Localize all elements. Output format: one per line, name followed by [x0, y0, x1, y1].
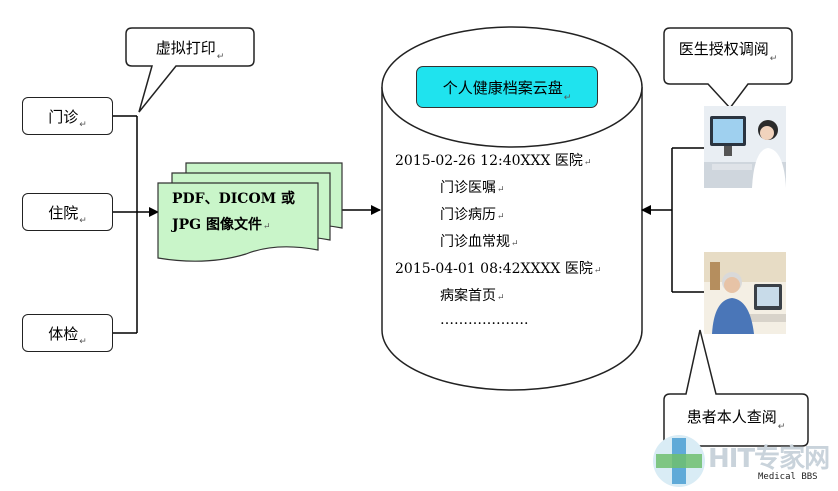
record-line: 病案首页↵	[440, 285, 505, 305]
paragraph-mark: ↵	[79, 216, 87, 226]
watermark-brand: HIT专家网	[708, 444, 830, 474]
doctor-callout: 医生授权调阅↵	[664, 28, 792, 68]
callout-text: 患者本人查阅	[686, 407, 777, 426]
site-watermark: HIT专家网 Medical BBS	[650, 432, 838, 490]
paragraph-mark: ↵	[79, 337, 87, 347]
patient-photo	[704, 252, 786, 334]
paragraph-mark: ↵	[593, 266, 602, 276]
patient-bubble	[663, 329, 809, 447]
documents-label: PDF、DICOM 或 JPG 图像文件↵	[172, 186, 295, 240]
source-label: 门诊	[48, 107, 79, 126]
virtual-print-callout: 虚拟打印↵	[126, 28, 254, 66]
record-line: 门诊病历↵	[440, 204, 505, 224]
readers-bracket	[671, 147, 704, 293]
record-line: 2015-02-26 12:40XXX 医院↵	[395, 150, 591, 170]
documents-label-line1: PDF、DICOM 或	[172, 191, 296, 207]
record-text: 门诊血常规	[440, 234, 510, 250]
record-text: 门诊医嘱	[440, 180, 496, 196]
callout-text: 医生授权调阅	[678, 39, 769, 58]
doctor-bubble	[663, 27, 793, 110]
record-text: 2015-02-26 12:40XXX 医院	[395, 153, 583, 169]
paragraph-mark: ↵	[79, 120, 87, 130]
record-text: 病案首页	[440, 288, 496, 304]
patient-callout: 患者本人查阅↵	[664, 396, 808, 436]
record-text: 门诊病历	[440, 207, 496, 223]
paragraph-mark: ↵	[497, 293, 505, 303]
record-text: ……………….	[440, 312, 529, 328]
callout-text: 虚拟打印	[155, 38, 216, 57]
source-label: 住院	[48, 203, 79, 222]
record-line: 2015-04-01 08:42XXXX 医院↵	[395, 258, 601, 278]
record-line: 门诊医嘱↵	[440, 177, 505, 197]
paragraph-mark: ↵	[497, 212, 505, 222]
paragraph-mark: ↵	[769, 54, 778, 64]
source-outpatient: 门诊↵	[22, 97, 113, 135]
paragraph-mark: ↵	[216, 52, 225, 62]
record-line: ……………….	[440, 312, 528, 328]
paragraph-mark: ↵	[563, 93, 572, 103]
source-label: 体检	[48, 324, 79, 343]
paragraph-mark: ↵	[777, 422, 786, 432]
paragraph-mark: ↵	[583, 158, 592, 168]
cloud-disk-cylinder	[381, 26, 643, 391]
document-stack	[157, 162, 343, 262]
cloud-title: 个人健康档案云盘↵	[416, 66, 598, 108]
source-inpatient: 住院↵	[22, 193, 113, 231]
paragraph-mark: ↵	[511, 239, 519, 249]
sources-bracket	[112, 115, 138, 334]
watermark-sub: Medical BBS	[758, 472, 818, 482]
paragraph-mark: ↵	[262, 222, 271, 232]
record-text: 2015-04-01 08:42XXXX 医院	[395, 261, 593, 277]
medical-cross-logo-icon	[653, 435, 705, 487]
doctor-photo	[704, 106, 786, 188]
record-line: 门诊血常规↵	[440, 231, 519, 251]
source-checkup: 体检↵	[22, 314, 113, 352]
virtual-print-bubble	[125, 27, 255, 113]
documents-label-line2: JPG 图像文件	[172, 217, 262, 233]
paragraph-mark: ↵	[497, 185, 505, 195]
cloud-title-text: 个人健康档案云盘	[442, 78, 563, 97]
